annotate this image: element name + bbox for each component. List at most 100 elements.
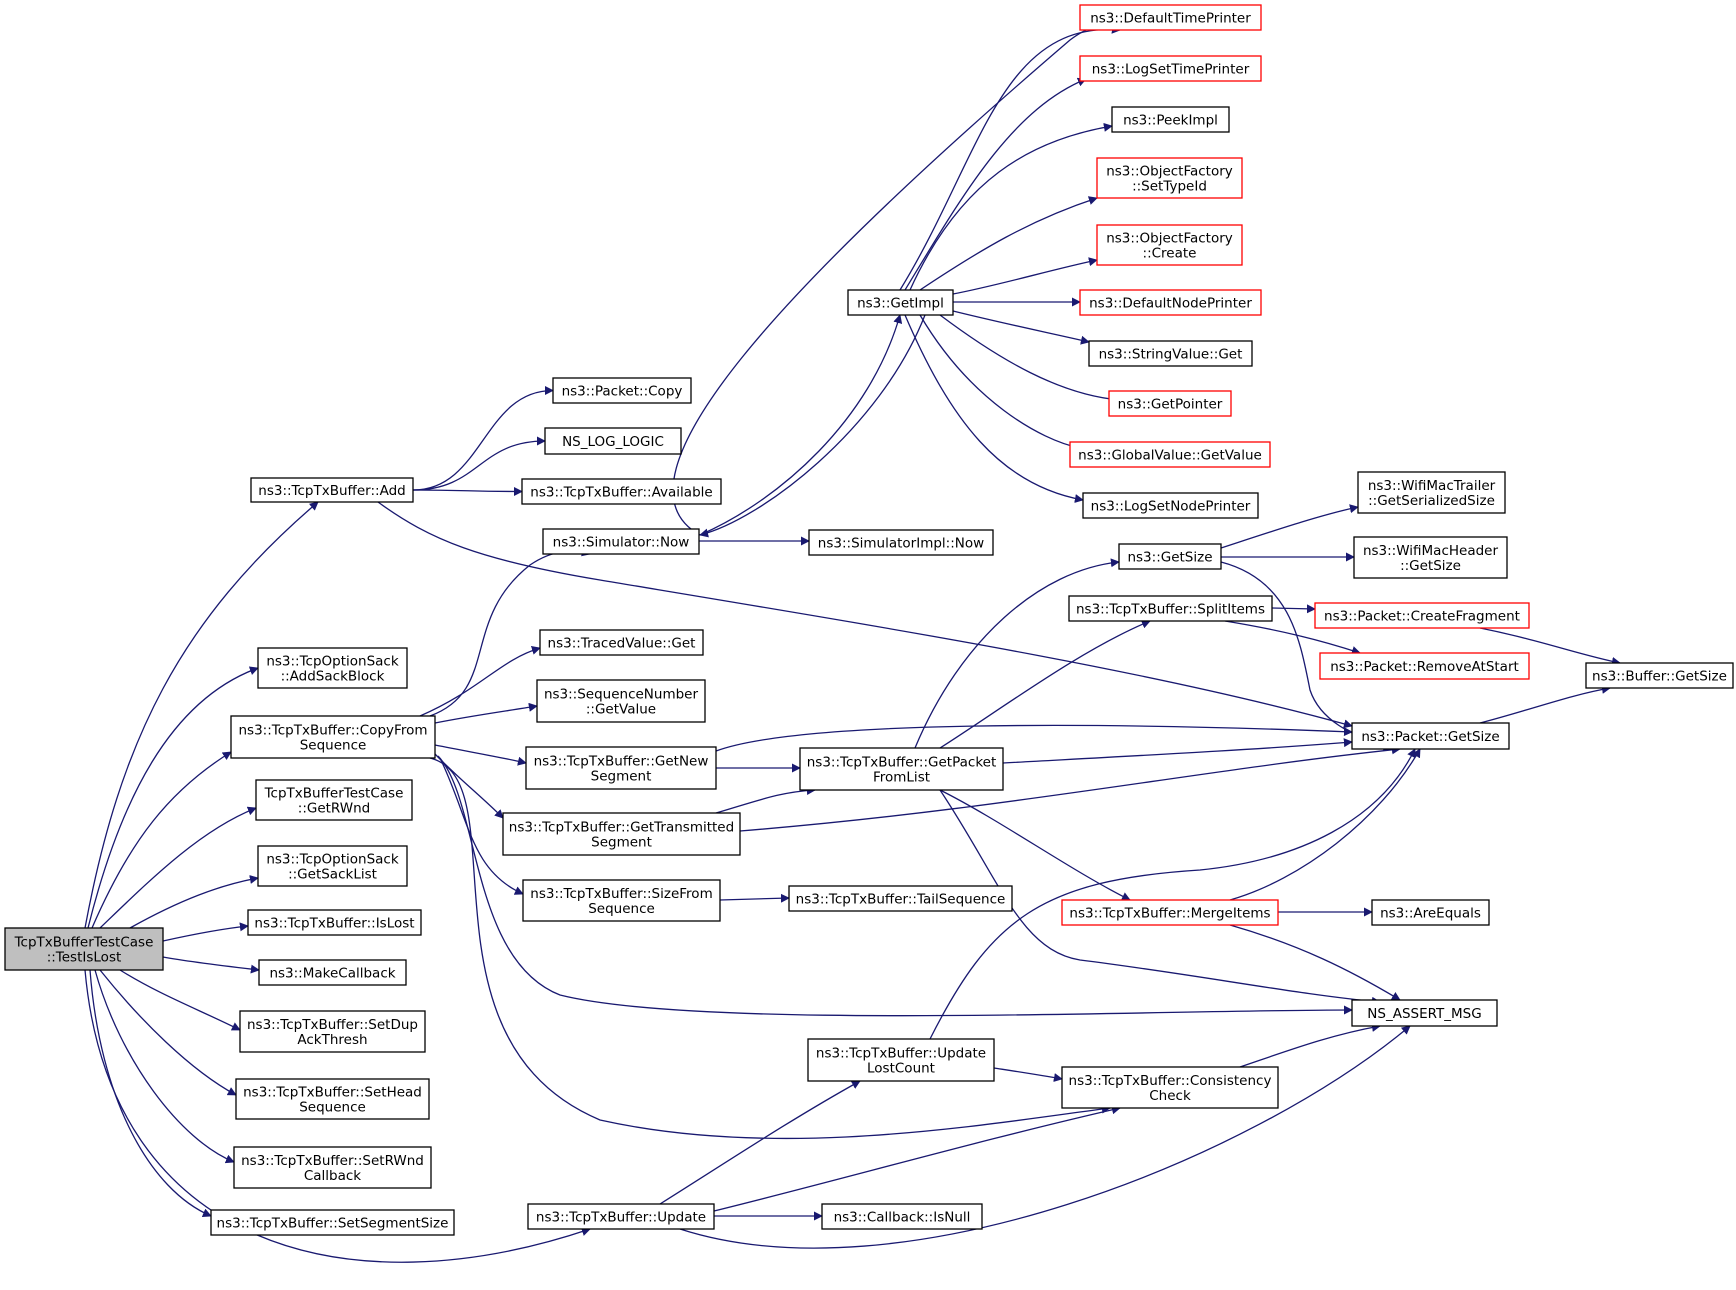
node-simnow[interactable]: ns3::Simulator::Now bbox=[542, 528, 700, 555]
node-box[interactable] bbox=[1079, 4, 1262, 31]
node-strget[interactable]: ns3::StringValue::Get bbox=[1088, 340, 1253, 367]
node-tvget[interactable]: ns3::TracedValue::Get bbox=[539, 629, 704, 656]
node-mergeitems[interactable]: ns3::TcpTxBuffer::MergeItems bbox=[1061, 899, 1279, 926]
node-box[interactable] bbox=[1079, 289, 1262, 316]
node-defnode[interactable]: ns3::DefaultNodePrinter bbox=[1079, 289, 1262, 316]
node-box[interactable] bbox=[1061, 1066, 1279, 1109]
node-box[interactable] bbox=[788, 885, 1013, 912]
node-deftime[interactable]: ns3::DefaultTimePrinter bbox=[1079, 4, 1262, 31]
node-box[interactable] bbox=[1371, 899, 1490, 926]
node-setseg[interactable]: ns3::TcpTxBuffer::SetSegmentSize bbox=[210, 1209, 455, 1236]
node-ofsettype[interactable]: ns3::ObjectFactory::SetTypeId bbox=[1096, 157, 1243, 199]
node-box[interactable] bbox=[257, 647, 408, 689]
node-box[interactable] bbox=[1079, 55, 1262, 82]
node-box[interactable] bbox=[552, 377, 692, 404]
node-box[interactable] bbox=[250, 477, 414, 503]
node-box[interactable] bbox=[1082, 492, 1259, 519]
node-pcopy[interactable]: ns3::Packet::Copy bbox=[552, 377, 692, 404]
node-makecb[interactable]: ns3::MakeCallback bbox=[258, 959, 407, 986]
node-box[interactable] bbox=[235, 1078, 430, 1120]
node-islost[interactable]: ns3::TcpTxBuffer::IsLost bbox=[247, 909, 422, 936]
node-createfrag[interactable]: ns3::Packet::CreateFragment bbox=[1314, 602, 1530, 629]
node-getimpl[interactable]: ns3::GetImpl bbox=[847, 289, 954, 316]
node-box[interactable] bbox=[521, 478, 722, 505]
node-box[interactable] bbox=[1118, 543, 1222, 570]
node-available[interactable]: ns3::TcpTxBuffer::Available bbox=[521, 478, 722, 505]
node-box[interactable] bbox=[1096, 224, 1243, 266]
node-logsetnode[interactable]: ns3::LogSetNodePrinter bbox=[1082, 492, 1259, 519]
node-ofcreate[interactable]: ns3::ObjectFactory::Create bbox=[1096, 224, 1243, 266]
node-box[interactable] bbox=[210, 1209, 455, 1236]
node-box[interactable] bbox=[1314, 602, 1530, 629]
node-getrwnd[interactable]: TcpTxBufferTestCase::GetRWnd bbox=[255, 779, 413, 821]
node-box[interactable] bbox=[522, 879, 721, 922]
node-wifiheader[interactable]: ns3::WifiMacHeader::GetSize bbox=[1353, 536, 1508, 579]
node-gvget[interactable]: ns3::GlobalValue::GetValue bbox=[1069, 441, 1271, 468]
node-splititems[interactable]: ns3::TcpTxBuffer::SplitItems bbox=[1068, 595, 1273, 622]
node-root[interactable]: TcpTxBufferTestCase::TestIsLost bbox=[4, 927, 164, 971]
node-box[interactable] bbox=[258, 959, 407, 986]
node-box[interactable] bbox=[1108, 390, 1232, 417]
node-box[interactable] bbox=[799, 747, 1004, 791]
node-box[interactable] bbox=[847, 289, 954, 316]
node-update[interactable]: ns3::TcpTxBuffer::Update bbox=[527, 1203, 715, 1230]
node-add[interactable]: ns3::TcpTxBuffer::Add bbox=[250, 477, 414, 503]
node-box[interactable] bbox=[1111, 106, 1230, 133]
node-getsacklist[interactable]: ns3::TcpOptionSack::GetSackList bbox=[257, 845, 408, 887]
node-box[interactable] bbox=[1585, 662, 1734, 689]
node-box[interactable] bbox=[807, 1038, 995, 1082]
node-box[interactable] bbox=[1351, 722, 1510, 750]
node-box[interactable] bbox=[821, 1203, 983, 1230]
node-box[interactable] bbox=[539, 629, 704, 656]
node-seqget[interactable]: ns3::SequenceNumber::GetValue bbox=[536, 679, 706, 723]
node-box[interactable] bbox=[542, 528, 700, 555]
node-nsassert[interactable]: NS_ASSERT_MSG bbox=[1351, 999, 1498, 1027]
node-box[interactable] bbox=[808, 529, 994, 556]
node-getpointer[interactable]: ns3::GetPointer bbox=[1108, 390, 1232, 417]
node-box[interactable] bbox=[527, 1203, 715, 1230]
node-nslog[interactable]: NS_LOG_LOGIC bbox=[544, 427, 682, 455]
node-box[interactable] bbox=[1088, 340, 1253, 367]
node-simimplnow[interactable]: ns3::SimulatorImpl::Now bbox=[808, 529, 994, 556]
node-removeat[interactable]: ns3::Packet::RemoveAtStart bbox=[1319, 652, 1530, 680]
node-box[interactable] bbox=[502, 812, 741, 856]
node-box[interactable] bbox=[1357, 471, 1506, 514]
node-box[interactable] bbox=[257, 845, 408, 887]
node-box[interactable] bbox=[233, 1146, 432, 1189]
node-box[interactable] bbox=[4, 927, 164, 971]
node-logsettime[interactable]: ns3::LogSetTimePrinter bbox=[1079, 55, 1262, 82]
node-addsack[interactable]: ns3::TcpOptionSack::AddSackBlock bbox=[257, 647, 408, 689]
node-areequals[interactable]: ns3::AreEquals bbox=[1371, 899, 1490, 926]
node-box[interactable] bbox=[1061, 899, 1279, 926]
node-box[interactable] bbox=[544, 427, 682, 455]
node-box[interactable] bbox=[1353, 536, 1508, 579]
node-box[interactable] bbox=[230, 715, 436, 759]
node-box[interactable] bbox=[1319, 652, 1530, 680]
node-box[interactable] bbox=[1069, 441, 1271, 468]
node-box[interactable] bbox=[247, 909, 422, 936]
node-peekimpl[interactable]: ns3::PeekImpl bbox=[1111, 106, 1230, 133]
node-callbacknull[interactable]: ns3::Callback::IsNull bbox=[821, 1203, 983, 1230]
node-box[interactable] bbox=[525, 746, 717, 790]
node-bufgetsize[interactable]: ns3::Buffer::GetSize bbox=[1585, 662, 1734, 689]
node-box[interactable] bbox=[1096, 157, 1243, 199]
node-tailseq[interactable]: ns3::TcpTxBuffer::TailSequence bbox=[788, 885, 1013, 912]
node-getsize[interactable]: ns3::GetSize bbox=[1118, 543, 1222, 570]
node-box[interactable] bbox=[536, 679, 706, 723]
node-box[interactable] bbox=[239, 1010, 426, 1053]
node-box[interactable] bbox=[255, 779, 413, 821]
node-box[interactable] bbox=[1351, 999, 1498, 1027]
node-box[interactable] bbox=[1068, 595, 1273, 622]
node-wifitrailer[interactable]: ns3::WifiMacTrailer::GetSerializedSize bbox=[1357, 471, 1506, 514]
node-pgetsize[interactable]: ns3::Packet::GetSize bbox=[1351, 722, 1510, 750]
